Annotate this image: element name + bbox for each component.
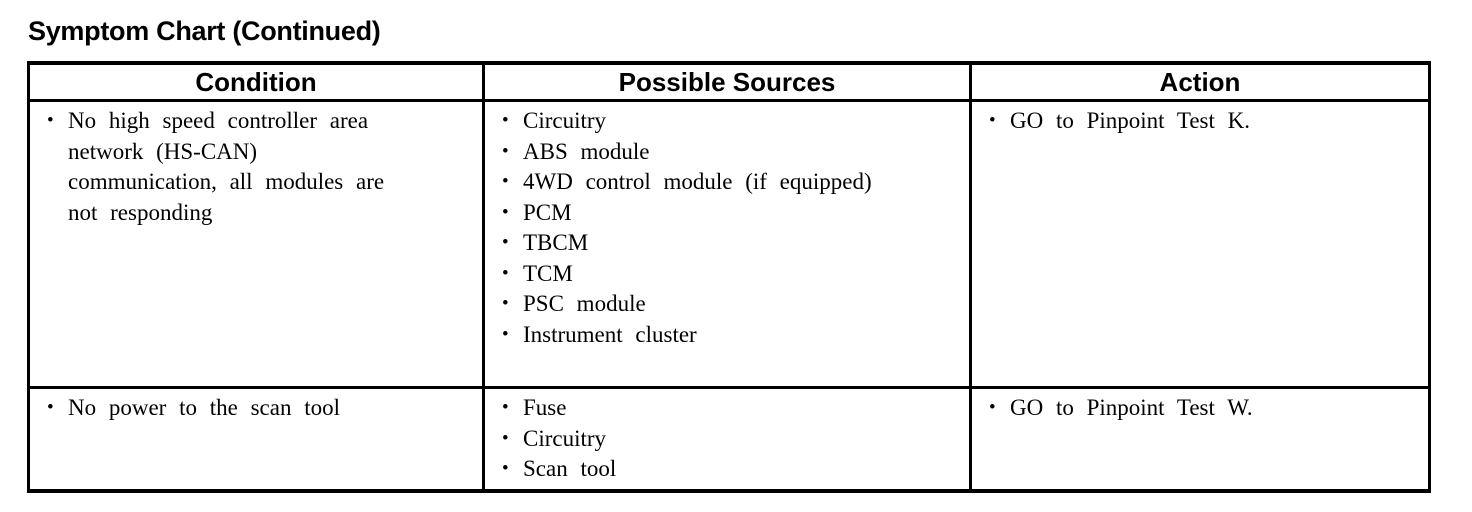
list-item: • TBCM — [485, 228, 969, 259]
symptom-chart-table: Condition Possible Sources Action • No h… — [27, 61, 1431, 493]
source-text: Scan tool — [523, 456, 617, 481]
action-text: GO to Pinpoint Test W. — [1010, 395, 1253, 420]
possible-sources-cell: • Fuse • Circuitry • Scan tool — [482, 386, 972, 493]
action-text: GO to Pinpoint Test K. — [1010, 108, 1251, 133]
table-row: • No high speed controller area network … — [27, 99, 1431, 389]
list-item: • No power to the scan tool — [30, 393, 482, 424]
source-text: ABS module — [523, 138, 650, 164]
list-item: • Circuitry — [485, 424, 969, 455]
source-text: PSC module — [523, 291, 646, 316]
list-item: • 4WD control module (if equipped) — [485, 167, 969, 198]
source-text: TCM — [523, 260, 573, 286]
bullet-icon: • — [502, 201, 509, 223]
condition-cell: • No high speed controller area network … — [27, 99, 485, 389]
condition-text: No power to the scan tool — [68, 395, 340, 420]
column-header-action: Action — [969, 61, 1431, 102]
list-item: • Scan tool — [485, 454, 969, 485]
bullet-icon: • — [502, 140, 509, 162]
list-item: • Fuse — [485, 393, 969, 424]
list-item: • TCM — [485, 259, 969, 290]
source-text: Instrument cluster — [523, 321, 697, 347]
action-cell: • GO to Pinpoint Test K. — [969, 99, 1431, 389]
list-item: • GO to Pinpoint Test K. — [972, 106, 1428, 137]
bullet-icon: • — [502, 110, 509, 131]
list-item: • PCM — [485, 198, 969, 229]
column-header-possible-sources: Possible Sources — [482, 61, 972, 102]
page-title: Symptom Chart (Continued) — [28, 16, 381, 46]
condition-cell: • No power to the scan tool — [27, 386, 485, 493]
bullet-icon: • — [502, 171, 509, 192]
list-item: • No high speed controller area network … — [30, 106, 482, 228]
list-item: • PSC module — [485, 289, 969, 320]
source-text: Circuitry — [523, 108, 607, 133]
bullet-icon: • — [502, 323, 509, 345]
bullet-icon: • — [502, 232, 509, 253]
source-text: Circuitry — [523, 425, 607, 451]
bullet-icon: • — [502, 458, 509, 479]
bullet-icon: • — [47, 397, 54, 418]
list-item: • Circuitry — [485, 106, 969, 137]
bullet-icon: • — [502, 293, 509, 314]
list-item: • GO to Pinpoint Test W. — [972, 393, 1428, 424]
list-item: • Instrument cluster — [485, 320, 969, 351]
list-item: • ABS module — [485, 137, 969, 168]
source-text: PCM — [523, 199, 572, 225]
bullet-icon: • — [502, 262, 509, 284]
column-header-condition: Condition — [27, 61, 485, 102]
bullet-icon: • — [989, 110, 996, 131]
table-row: • No power to the scan tool • Fuse • Cir… — [27, 386, 1431, 493]
action-cell: • GO to Pinpoint Test W. — [969, 386, 1431, 493]
table-header-row: Condition Possible Sources Action — [27, 61, 1431, 102]
bullet-icon: • — [47, 110, 54, 131]
bullet-icon: • — [502, 427, 509, 449]
source-text: TBCM — [523, 230, 589, 255]
possible-sources-cell: • Circuitry • ABS module • 4WD control m… — [482, 99, 972, 389]
condition-text: No high speed controller area network (H… — [68, 108, 385, 225]
source-text: Fuse — [523, 395, 567, 420]
source-text: 4WD control module (if equipped) — [523, 169, 872, 194]
bullet-icon: • — [989, 397, 996, 418]
bullet-icon: • — [502, 397, 509, 418]
